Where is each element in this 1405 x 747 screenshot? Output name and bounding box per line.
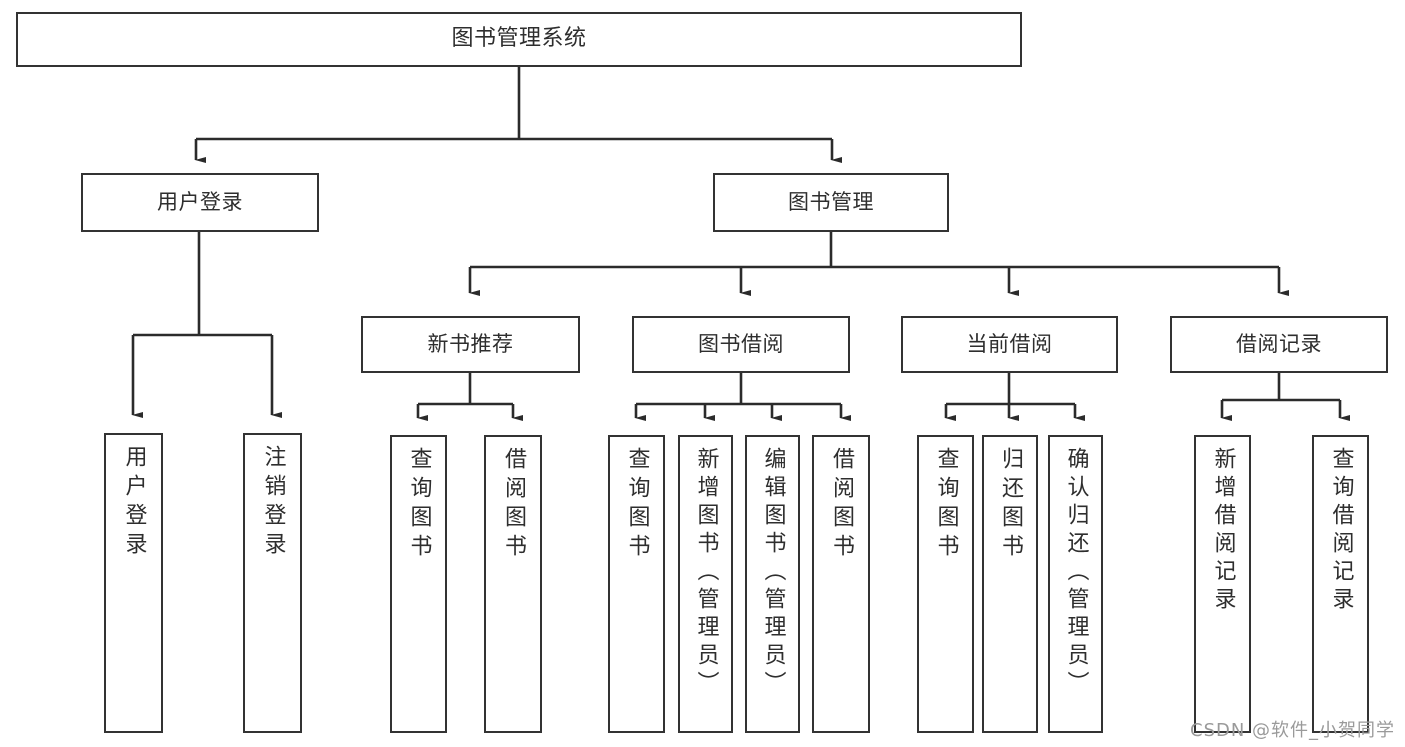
- node-label: 新增图书（管理员）: [693, 447, 719, 699]
- leaf-borrow-book-new-rec[interactable]: 借阅图书: [484, 435, 542, 733]
- leaf-confirm-return-admin[interactable]: 确认归还（管理员）: [1048, 435, 1103, 733]
- node-label: 借阅图书: [501, 447, 526, 563]
- node-label: 用户登录: [121, 445, 147, 561]
- node-label: 新书推荐: [427, 331, 514, 356]
- csdn-watermark: CSDN @软件_小贺同学: [1190, 720, 1396, 741]
- node-label: 借阅图书: [829, 447, 854, 563]
- node-book-borrowing[interactable]: 图书借阅: [632, 316, 850, 373]
- node-label: 查询图书: [624, 447, 650, 563]
- node-label: 用户登录: [157, 189, 243, 214]
- leaf-query-book-borrowing[interactable]: 查询图书: [608, 435, 665, 733]
- node-root-book-management-system[interactable]: 图书管理系统: [16, 12, 1022, 67]
- leaf-user-login[interactable]: 用户登录: [104, 433, 163, 733]
- node-label: 图书管理: [788, 189, 874, 214]
- node-label: 借阅记录: [1236, 331, 1322, 356]
- node-borrowing-record[interactable]: 借阅记录: [1170, 316, 1388, 373]
- node-label: 查询图书: [933, 447, 959, 563]
- leaf-borrow-book-borrowing[interactable]: 借阅图书: [812, 435, 870, 733]
- leaf-return-book[interactable]: 归还图书: [982, 435, 1038, 733]
- leaf-query-book-current[interactable]: 查询图书: [917, 435, 974, 733]
- node-label: 查询借阅记录: [1328, 447, 1354, 615]
- leaf-edit-book-admin[interactable]: 编辑图书（管理员）: [745, 435, 800, 733]
- node-label: 归还图书: [998, 447, 1023, 563]
- node-label: 查询图书: [406, 447, 432, 563]
- node-label: 图书借阅: [698, 331, 784, 356]
- node-label: 新增借阅记录: [1210, 447, 1236, 615]
- node-current-borrowing[interactable]: 当前借阅: [901, 316, 1118, 373]
- node-new-book-recommendation[interactable]: 新书推荐: [361, 316, 580, 373]
- leaf-add-book-admin[interactable]: 新增图书（管理员）: [678, 435, 733, 733]
- leaf-add-borrowing-record[interactable]: 新增借阅记录: [1194, 435, 1251, 733]
- node-label: 编辑图书（管理员）: [760, 447, 786, 699]
- node-label: 图书管理系统: [451, 26, 587, 52]
- node-book-management[interactable]: 图书管理: [713, 173, 949, 232]
- node-label: 当前借阅: [966, 331, 1053, 356]
- leaf-logout-login[interactable]: 注销登录: [243, 433, 302, 733]
- node-user-login[interactable]: 用户登录: [81, 173, 319, 232]
- node-label: 注销登录: [260, 445, 286, 561]
- leaf-query-book-new-rec[interactable]: 查询图书: [390, 435, 447, 733]
- leaf-query-borrowing-record[interactable]: 查询借阅记录: [1312, 435, 1369, 733]
- node-label: 确认归还（管理员）: [1063, 447, 1089, 699]
